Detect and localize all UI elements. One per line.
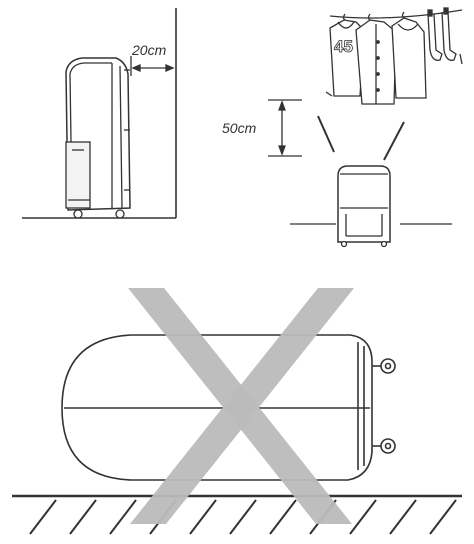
panel-prohibited-placement <box>12 288 462 535</box>
floor-hatching <box>29 499 457 535</box>
caster-wheel <box>380 438 396 454</box>
jersey-number: 45 <box>334 37 353 56</box>
arrowhead-up-icon <box>278 100 286 111</box>
arrowhead-right-icon <box>165 64 175 72</box>
dehumidifier-front-view <box>337 165 391 248</box>
cross-mark-icon <box>128 288 354 524</box>
hanging-dress <box>391 11 427 99</box>
caster-wheel <box>73 209 83 219</box>
caster-wheel <box>380 358 396 374</box>
panel-laundry-clearance: 45 <box>268 7 463 248</box>
hanging-socks <box>427 7 457 61</box>
arrowhead-left-icon <box>131 64 141 72</box>
dehumidifier-side-view <box>65 57 131 219</box>
hanging-shirt <box>355 13 397 105</box>
dehumidifier-lying-down <box>61 334 396 481</box>
clearance-label-50cm: 50cm <box>222 120 257 136</box>
clearance-label-20cm: 20cm <box>132 42 167 58</box>
caster-wheel <box>115 209 125 219</box>
panel-wall-clearance <box>22 8 177 219</box>
arrowhead-down-icon <box>278 145 286 156</box>
hanging-jersey: 45 <box>329 13 365 97</box>
